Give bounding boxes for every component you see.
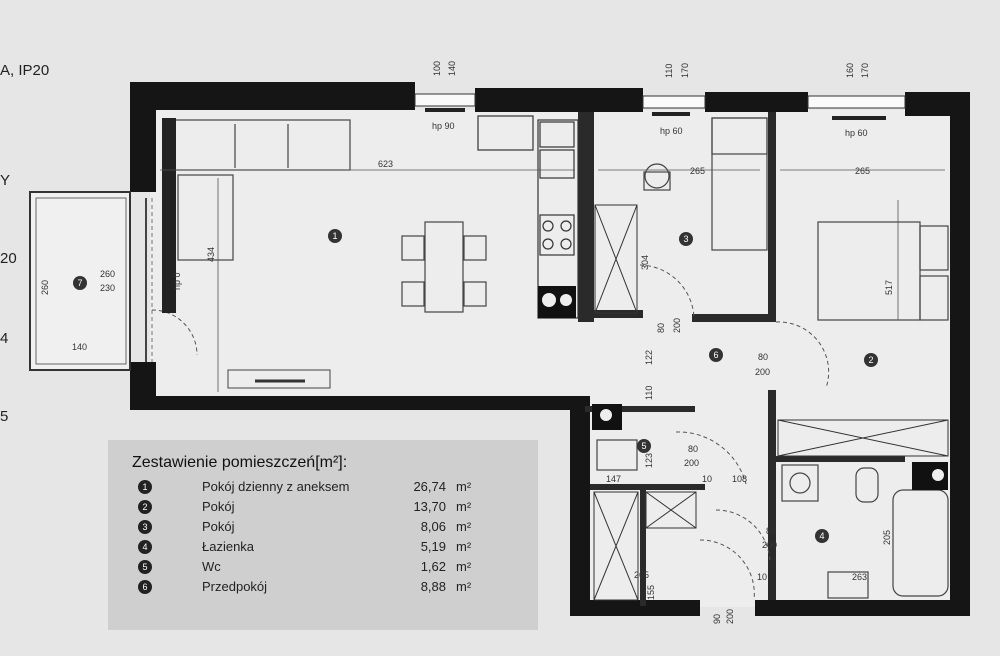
legend-bullet: 1: [138, 480, 152, 494]
dim-hall-door-200: 200: [755, 367, 770, 377]
dim-bath-door-80: 80: [766, 526, 776, 536]
win3-dim-b: 170: [860, 63, 870, 78]
win2-dim-b: 170: [680, 63, 690, 78]
dim-bottom-155: 155: [646, 585, 656, 600]
balcony-len: 140: [72, 342, 87, 352]
legend-room-unit: m²: [456, 559, 472, 574]
dim-room2-height: 517: [884, 280, 894, 295]
dim-room3-height: 304: [640, 255, 650, 270]
legend-room-unit: m²: [456, 519, 472, 534]
dim-bottom-90: 90: [712, 614, 722, 624]
dim-room3-width: 265: [690, 166, 705, 176]
balcony-hp: hp 0: [172, 272, 182, 290]
room-markers: 7 1 2 3 4 5 6: [73, 229, 878, 543]
room-marker-2: 2: [868, 355, 873, 365]
room-marker-3: 3: [683, 234, 688, 244]
side-label-ip20: A, IP20: [0, 62, 50, 79]
room-marker-4: 4: [819, 531, 824, 541]
dim-wc-123: 123: [644, 453, 654, 468]
dim-wc-147: 147: [606, 474, 621, 484]
dim-wc-door-80: 80: [688, 444, 698, 454]
legend-title: Zestawienie pomieszczeń[m²]:: [132, 454, 348, 471]
legend-bullet: 4: [138, 540, 152, 554]
dining-table: [401, 221, 487, 313]
legend-bullet: 5: [138, 560, 152, 574]
side-label-5: 5: [0, 408, 9, 425]
legend-room-area: 5,19: [420, 539, 446, 554]
dim-110: 110: [644, 386, 654, 400]
dim-living-height: 434: [206, 247, 216, 262]
legend-room-area: 1,62: [420, 559, 446, 574]
dim-hall-door-80: 80: [758, 352, 768, 362]
legend-row: 2 Pokój 13,70 m²: [138, 498, 528, 518]
win2-hp: hp 60: [660, 126, 683, 136]
outer-walls: [130, 82, 970, 616]
legend-row: 5 Wc 1,62 m²: [138, 558, 528, 578]
dim-wc-door-200: 200: [684, 458, 699, 468]
legend-room-name: Pokój: [202, 499, 235, 514]
legend-room-name: Pokój dzienny z aneksem: [202, 479, 350, 494]
balcony-dim-260: 260: [100, 269, 115, 279]
legend-row: 4 Łazienka 5,19 m²: [138, 538, 528, 558]
legend-room-name: Przedpokój: [202, 579, 268, 594]
legend-room-name: Łazienka: [202, 539, 255, 554]
win1-dim-a: 100: [432, 61, 442, 76]
dim-hall-122: 122: [644, 350, 654, 365]
legend-room-name: Pokój: [202, 519, 235, 534]
room-marker-1: 1: [332, 231, 337, 241]
bed: [817, 221, 949, 321]
legend-row: 1 Pokój dzienny z aneksem 26,74 m²: [138, 478, 528, 498]
side-label-20: 20: [0, 250, 17, 267]
legend-room-area: 13,70: [413, 499, 446, 514]
legend-row: 6 Przedpokój 8,88 m²: [138, 578, 528, 598]
dim-room2-width: 265: [855, 166, 870, 176]
win1-hp: hp 90: [432, 121, 455, 131]
side-label-4: 4: [0, 330, 9, 347]
balcony-dim-230: 230: [100, 283, 115, 293]
room-marker-6: 6: [713, 350, 718, 360]
legend-room-unit: m²: [456, 539, 472, 554]
dim-wc-10: 10: [702, 474, 712, 484]
legend-bullet: 3: [138, 520, 152, 534]
kitchen-counter: [477, 115, 579, 319]
legend-room-unit: m²: [456, 499, 472, 514]
side-label-y: Y: [0, 172, 11, 189]
win3-hp: hp 60: [845, 128, 868, 138]
win2-dim-a: 110: [664, 64, 674, 78]
balcony-depth: 260: [40, 280, 50, 295]
dim-bottom-265: 265: [634, 570, 649, 580]
legend-room-area: 8,06: [420, 519, 446, 534]
room-marker-7: 7: [77, 278, 82, 288]
dim-door-80: 80: [656, 323, 666, 333]
legend-room-name: Wc: [202, 559, 221, 574]
legend-room-unit: m²: [456, 579, 472, 594]
win3-dim-a: 160: [845, 63, 855, 78]
dim-bottom-200: 200: [725, 609, 735, 624]
legend-bullet: 6: [138, 580, 152, 594]
legend-room-area: 26,74: [413, 479, 446, 494]
legend-row: 3 Pokój 8,06 m²: [138, 518, 528, 538]
dim-bath-205: 205: [882, 530, 892, 545]
dim-bath-263: 263: [852, 572, 867, 582]
room-legend: Zestawienie pomieszczeń[m²]: 1 Pokój dzi…: [108, 440, 538, 630]
dim-door-200: 200: [672, 318, 682, 333]
room-marker-5: 5: [641, 441, 646, 451]
dim-bath-door-200: 200: [762, 540, 777, 550]
dim-wc-108: 108: [732, 474, 747, 484]
legend-bullet: 2: [138, 500, 152, 514]
legend-room-area: 8,88: [420, 579, 446, 594]
legend-room-unit: m²: [456, 479, 472, 494]
dim-living-width: 623: [378, 159, 393, 169]
dim-bath-10: 10: [757, 572, 767, 582]
win1-dim-b: 140: [447, 61, 457, 76]
